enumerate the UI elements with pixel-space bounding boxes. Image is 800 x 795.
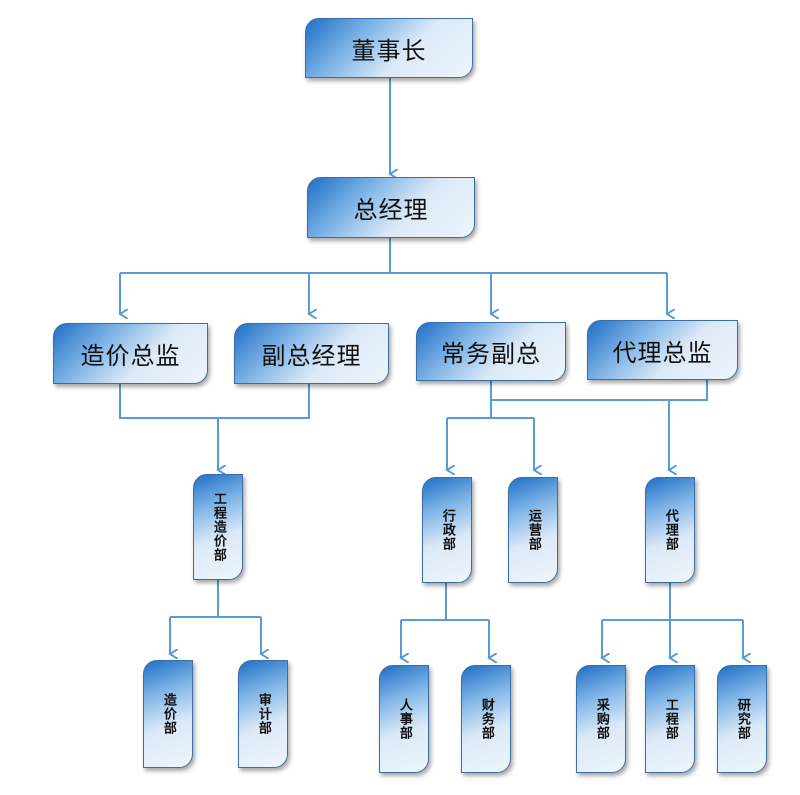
node-operations-dept-label: 运营部 [525,509,541,551]
node-agency-director: 代理总监 [587,320,738,380]
node-agency-dept-label: 代理部 [662,509,678,551]
node-cost-dept-label: 造价部 [160,693,176,735]
node-engineering-dept-label: 工程部 [662,698,678,740]
node-deputy-gm-label: 副总经理 [261,342,362,370]
node-general-manager: 总经理 [307,177,475,238]
node-hr-dept: 人事部 [379,665,429,773]
node-hr-dept-label: 人事部 [396,698,412,740]
node-audit-dept: 审计部 [238,660,288,768]
node-engineering-cost-dept: 工程造价部 [193,474,243,580]
node-research-dept-label: 研究部 [734,698,750,740]
node-executive-deputy: 常务副总 [416,322,566,381]
node-cost-director-label: 造价总监 [80,342,181,370]
node-admin-dept: 行政部 [422,477,472,583]
node-procurement-dept: 采购部 [576,665,626,773]
node-finance-dept: 财务部 [461,665,511,773]
node-chairman: 董事长 [305,18,473,78]
node-agency-dept: 代理部 [645,477,695,583]
node-finance-dept-label: 财务部 [478,698,494,740]
node-engineering-dept: 工程部 [645,665,695,773]
node-chairman-label: 董事长 [351,36,427,65]
node-engineering-cost-dept-label: 工程造价部 [210,492,226,562]
node-general-manager-label: 总经理 [353,196,429,224]
node-admin-dept-label: 行政部 [439,509,455,551]
node-cost-director: 造价总监 [53,323,208,384]
node-deputy-gm: 副总经理 [234,323,389,384]
node-cost-dept: 造价部 [143,660,193,768]
node-operations-dept: 运营部 [508,477,558,583]
node-research-dept: 研究部 [717,665,767,773]
node-procurement-dept-label: 采购部 [593,698,609,740]
node-audit-dept-label: 审计部 [255,693,271,735]
node-executive-deputy-label: 常务副总 [441,340,541,368]
node-agency-director-label: 代理总监 [612,338,713,367]
